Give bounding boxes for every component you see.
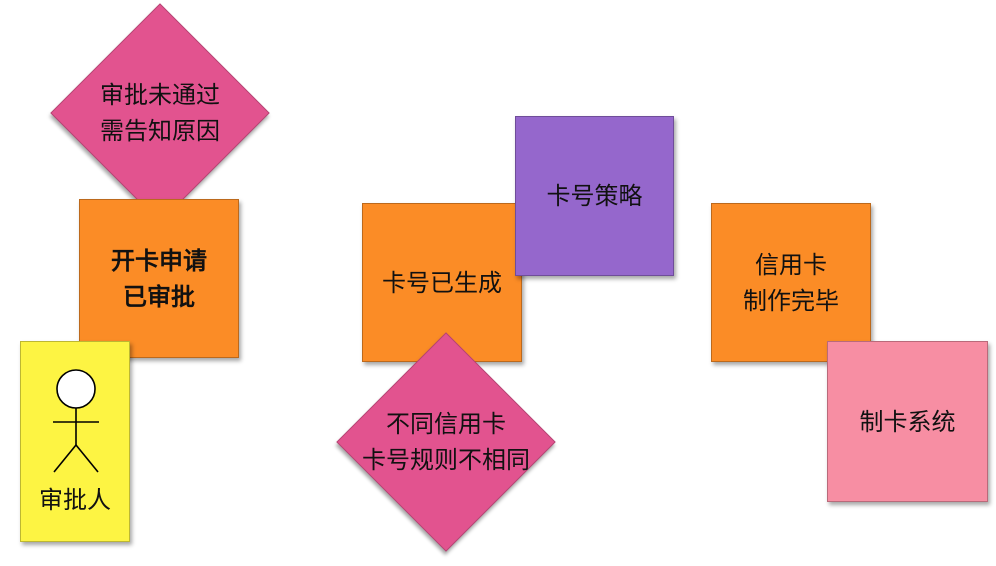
rejection-hotspot-text: 审批未通过 需告知原因 <box>100 81 220 145</box>
event-application-approved-text: 开卡申请 已审批 <box>111 246 207 311</box>
event-application-approved: 开卡申请 已审批 <box>79 199 239 358</box>
card-rule-hotspot-text: 不同信用卡 卡号规则不相同 <box>362 410 530 474</box>
event-card-number-generated-text: 卡号已生成 <box>382 268 502 297</box>
event-card-production-complete-text: 信用卡 制作完毕 <box>743 250 839 315</box>
policy-card-number: 卡号策略 <box>515 116 674 276</box>
policy-card-number-text: 卡号策略 <box>546 182 643 210</box>
card-rule-hotspot-diamond: 不同信用卡 卡号规则不相同 <box>336 332 556 552</box>
external-system-card-making: 制卡系统 <box>827 341 988 502</box>
actor-approver-label: 审批人 <box>39 486 111 514</box>
actor-approver: 审批人 <box>20 341 130 542</box>
person-icon <box>53 369 99 473</box>
rejection-hotspot-diamond: 审批未通过 需告知原因 <box>50 3 270 223</box>
external-system-card-making-text: 制卡系统 <box>859 407 956 436</box>
event-card-production-complete: 信用卡 制作完毕 <box>711 203 871 362</box>
